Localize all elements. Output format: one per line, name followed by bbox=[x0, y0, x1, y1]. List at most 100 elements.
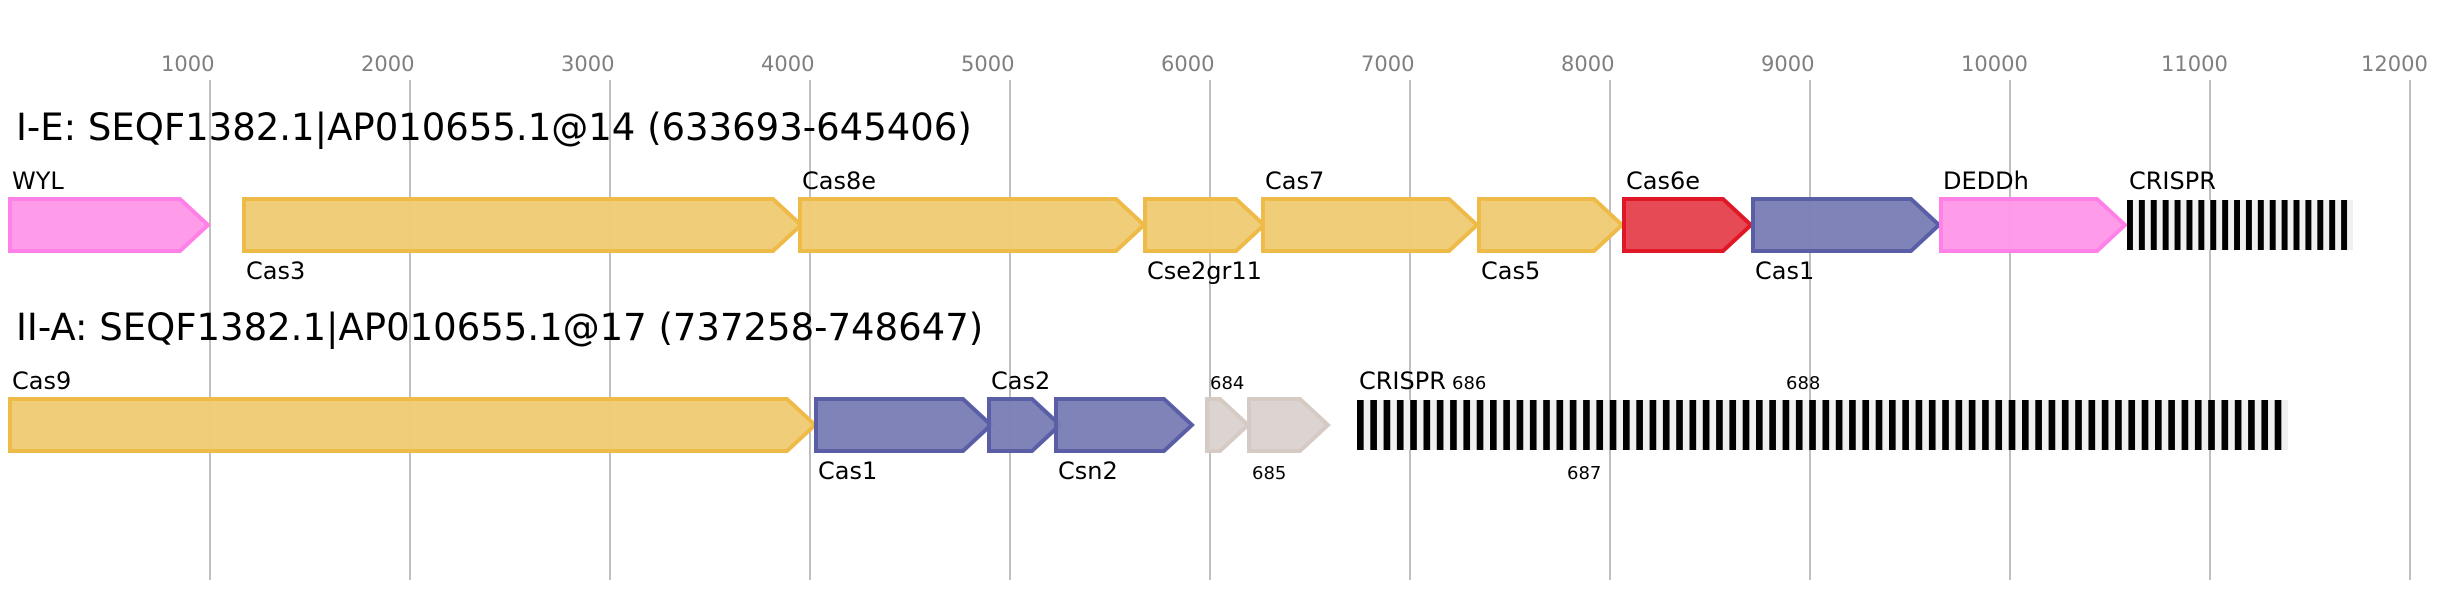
crispr-repeat bbox=[1702, 400, 1710, 450]
gene-label: Cse2gr11 bbox=[1147, 257, 1262, 285]
gene-arrow-cas1[interactable] bbox=[1751, 197, 1942, 253]
gene-arrow-cas6e[interactable] bbox=[1622, 197, 1754, 253]
gene-arrow-685[interactable] bbox=[1247, 397, 1331, 453]
crispr-repeat bbox=[1915, 400, 1923, 450]
crispr-repeat bbox=[1862, 400, 1870, 450]
crispr-repeat bbox=[2162, 200, 2169, 250]
gene-arrow-684[interactable] bbox=[1205, 397, 1251, 453]
gene-label: 685 bbox=[1252, 463, 1286, 484]
track-title: II-A: SEQF1382.1|AP010655.1@17 (737258-7… bbox=[16, 306, 983, 349]
crispr-repeat bbox=[2194, 400, 2202, 450]
crispr-repeat bbox=[2101, 400, 2109, 450]
gene-arrow-cas1[interactable] bbox=[814, 397, 994, 453]
crispr-repeat bbox=[2127, 200, 2133, 250]
crispr-repeat bbox=[1516, 400, 1524, 450]
gene-label: Cas8e bbox=[802, 167, 876, 195]
gene-label: Cas1 bbox=[818, 457, 877, 485]
gene-label: Cas5 bbox=[1481, 257, 1540, 285]
crispr-repeat bbox=[1396, 400, 1404, 450]
crispr-repeat bbox=[1583, 400, 1590, 450]
crispr-repeat bbox=[2088, 400, 2096, 450]
gene-arrow-cas8e[interactable] bbox=[798, 197, 1147, 253]
gene-arrow-cas2[interactable] bbox=[987, 397, 1063, 453]
crispr-repeat bbox=[1569, 400, 1577, 450]
gene-arrow-cas9[interactable] bbox=[8, 397, 818, 453]
crispr-repeat bbox=[1875, 400, 1883, 450]
crispr-repeat bbox=[2168, 400, 2175, 450]
crispr-repeat bbox=[2138, 200, 2145, 250]
crispr-repeat bbox=[1436, 400, 1444, 450]
crispr-repeat bbox=[2061, 400, 2069, 450]
crispr-repeat bbox=[2048, 400, 2056, 450]
gene-arrow-deddh[interactable] bbox=[1939, 197, 2128, 253]
crispr-repeat bbox=[1490, 400, 1497, 450]
crispr-repeat bbox=[1756, 400, 1763, 450]
crispr-repeat bbox=[2293, 200, 2300, 250]
x-tick-label: 3000 bbox=[561, 52, 614, 76]
crispr-repeat bbox=[2248, 400, 2255, 450]
gene-label: WYL bbox=[12, 167, 64, 195]
crispr-repeat bbox=[2198, 200, 2205, 250]
gene-arrow-wyl[interactable] bbox=[8, 197, 211, 253]
gene-label: Cas9 bbox=[12, 367, 71, 395]
x-tick-label: 5000 bbox=[961, 52, 1014, 76]
crispr-repeat bbox=[1795, 400, 1803, 450]
crispr-repeat bbox=[2234, 200, 2240, 250]
crispr-repeat bbox=[2155, 400, 2162, 450]
crispr-repeat bbox=[1835, 400, 1843, 450]
gene-label: Cas7 bbox=[1265, 167, 1324, 195]
crispr-repeat bbox=[1423, 400, 1431, 450]
gene-label: Cas2 bbox=[991, 367, 1050, 395]
gene-label: CRISPR bbox=[1359, 367, 1446, 395]
crispr-repeat bbox=[2274, 400, 2282, 450]
crispr-array[interactable] bbox=[1357, 400, 2288, 450]
x-tick-label: 9000 bbox=[1761, 52, 1814, 76]
gene-arrow-cas3[interactable] bbox=[242, 197, 804, 253]
x-tick-label: 7000 bbox=[1361, 52, 1414, 76]
gene-arrow-csn2[interactable] bbox=[1054, 397, 1195, 453]
crispr-repeat bbox=[2186, 200, 2193, 250]
crispr-repeat bbox=[1889, 400, 1896, 450]
gene-arrow-cas5[interactable] bbox=[1477, 197, 1625, 253]
crispr-repeat bbox=[1942, 400, 1949, 450]
crispr-repeat bbox=[2269, 200, 2276, 250]
crispr-repeat bbox=[1662, 400, 1670, 450]
crispr-repeat bbox=[2150, 200, 2157, 250]
crispr-repeat bbox=[2128, 400, 2136, 450]
crispr-repeat bbox=[2208, 400, 2215, 450]
crispr-repeat bbox=[2234, 400, 2242, 450]
crispr-repeat bbox=[2022, 400, 2029, 450]
crispr-array[interactable] bbox=[2127, 200, 2353, 250]
annotation-label: 687 bbox=[1567, 463, 1601, 484]
gene-arrow-cas7[interactable] bbox=[1261, 197, 1480, 253]
gene-arrow-cse2gr11[interactable] bbox=[1143, 197, 1267, 253]
crispr-repeat bbox=[1729, 400, 1737, 450]
crispr-repeat bbox=[2075, 400, 2082, 450]
crispr-repeat bbox=[1968, 400, 1976, 450]
crispr-repeat bbox=[2210, 200, 2217, 250]
crispr-repeat bbox=[1529, 400, 1537, 450]
crispr-repeat bbox=[2174, 200, 2181, 250]
crispr-repeat bbox=[1649, 400, 1657, 450]
x-tick-label: 10000 bbox=[1961, 52, 2028, 76]
annotation-label: 688 bbox=[1786, 373, 1820, 394]
grid-layer bbox=[209, 80, 2411, 580]
gene-label: DEDDh bbox=[1943, 167, 2029, 195]
crispr-repeat bbox=[1450, 400, 1457, 450]
gene-label: Cas3 bbox=[246, 257, 305, 285]
crispr-repeat bbox=[1676, 400, 1683, 450]
crispr-repeat bbox=[1822, 400, 1830, 450]
crispr-repeat bbox=[1556, 400, 1564, 450]
crispr-repeat bbox=[1995, 400, 2003, 450]
x-tick-label: 6000 bbox=[1161, 52, 1214, 76]
crispr-repeat bbox=[2261, 400, 2269, 450]
crispr-repeat bbox=[1902, 400, 1909, 450]
track-title: I-E: SEQF1382.1|AP010655.1@14 (633693-64… bbox=[16, 106, 972, 149]
crispr-repeat bbox=[1742, 400, 1750, 450]
crispr-repeat bbox=[1410, 400, 1417, 450]
track: I-E: SEQF1382.1|AP010655.1@14 (633693-64… bbox=[8, 106, 2353, 285]
crispr-repeat bbox=[1623, 400, 1630, 450]
tracks: I-E: SEQF1382.1|AP010655.1@14 (633693-64… bbox=[8, 106, 2353, 485]
